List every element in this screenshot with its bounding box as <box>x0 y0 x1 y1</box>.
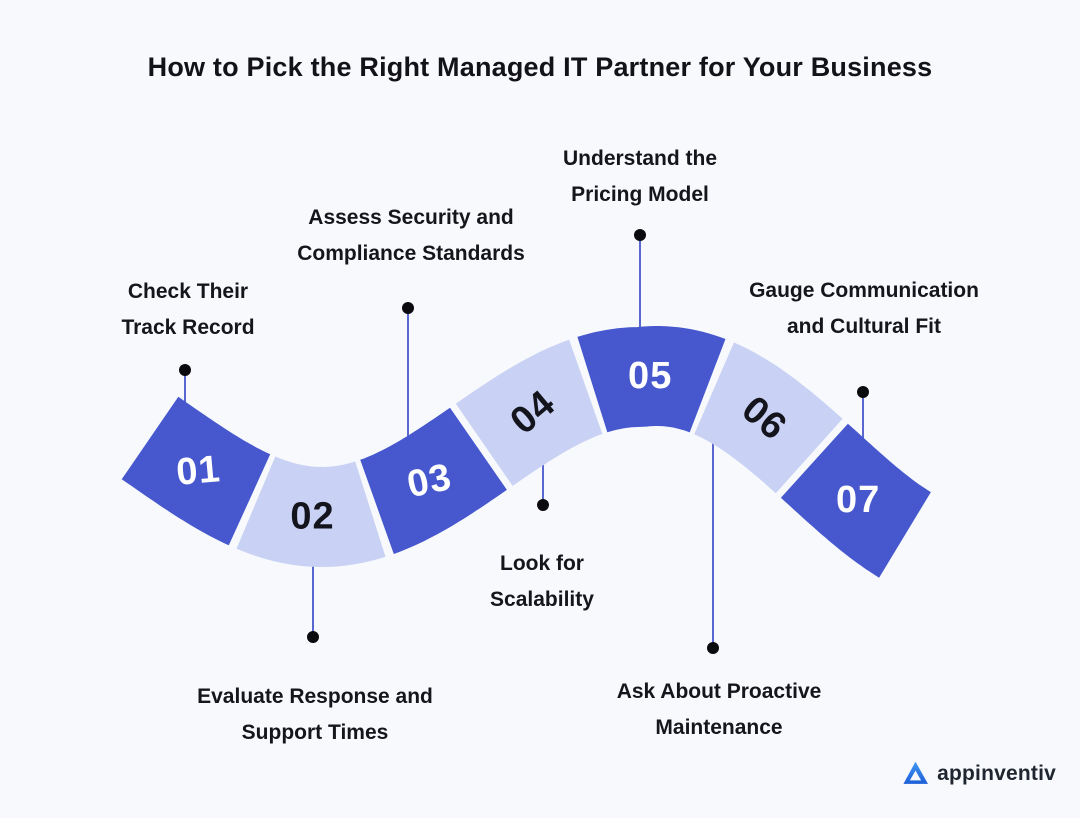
segment-02 <box>236 456 386 567</box>
page-title: How to Pick the Right Managed IT Partner… <box>147 52 933 82</box>
step-label-line: Understand the <box>562 147 718 170</box>
step-label-line: Track Record <box>121 316 255 339</box>
appinventiv-triangle-icon <box>903 761 929 784</box>
step-label-06: Ask About Proactive Maintenance <box>617 674 822 746</box>
segment-number-02: 02 <box>290 496 334 538</box>
step-label-05: Understand the Pricing Model <box>563 141 717 213</box>
step-label-line: Scalability <box>490 588 594 611</box>
step-label-line: Pricing Model <box>571 183 709 206</box>
appinventiv-logo-text: appinventiv <box>937 761 1056 785</box>
step-label-line: Compliance Standards <box>297 242 525 265</box>
segment-number-05: 05 <box>628 355 672 397</box>
step-label-line: Evaluate Response and <box>197 685 433 708</box>
segment-number-07: 07 <box>836 479 880 521</box>
step-label-line: and Cultural Fit <box>786 315 941 338</box>
step-label-line: Assess Security and <box>308 206 514 229</box>
segment-07 <box>780 423 931 578</box>
step-label-line: Maintenance <box>655 716 783 739</box>
step-label-02: Evaluate Response and Support Times <box>197 679 433 751</box>
connector-dot-03 <box>402 302 414 314</box>
connector-dot-05 <box>634 229 646 241</box>
segment-01 <box>121 396 271 546</box>
step-label-04: Look for Scalability <box>490 546 594 618</box>
step-label-line: Check Their <box>127 280 249 303</box>
segment-number-03: 03 <box>403 456 455 506</box>
segment-04 <box>455 339 603 486</box>
segment-06 <box>694 342 843 494</box>
step-label-07: Gauge Communication and Cultural Fit <box>749 273 979 345</box>
segment-number-01: 01 <box>175 448 223 494</box>
connector-dot-02 <box>307 631 319 643</box>
connector-dot-07 <box>857 386 869 398</box>
segment-05 <box>577 326 726 433</box>
step-label-line: Gauge Communication <box>749 279 979 302</box>
step-label-03: Assess Security and Compliance Standards <box>297 200 525 272</box>
connector-dot-01 <box>179 364 191 376</box>
step-label-line: Ask About Proactive <box>616 680 822 703</box>
step-label-line: Look for <box>499 552 584 575</box>
appinventiv-logo: appinventiv <box>902 760 1056 787</box>
connector-dot-06 <box>707 642 719 654</box>
segment-03 <box>360 407 507 554</box>
step-label-01: Check Their Track Record <box>121 274 254 346</box>
connector-dot-04 <box>537 499 549 511</box>
step-label-line: Support Times <box>241 721 389 744</box>
